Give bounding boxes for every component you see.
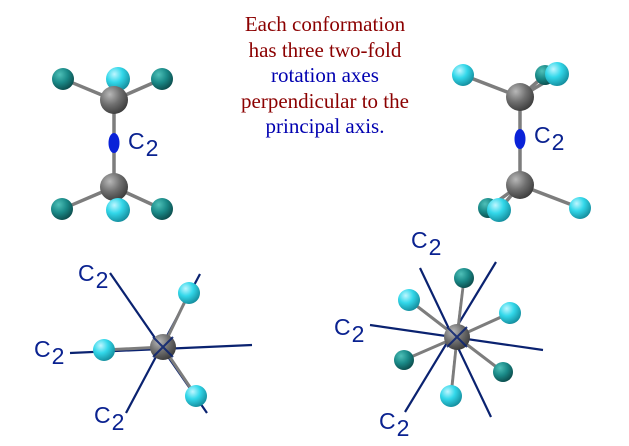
hydrogen-atom <box>151 198 173 220</box>
c2-label-top-right: C2 <box>534 122 564 154</box>
carbon-atom <box>506 83 534 111</box>
c2-label-br-bottom: C2 <box>379 408 409 440</box>
hydrogen-atom <box>52 68 74 90</box>
hydrogen-atom <box>106 67 130 91</box>
c2-label-sub: 2 <box>145 135 159 161</box>
caption-line-5: principal axis. <box>265 114 385 138</box>
hydrogen-atom <box>185 385 207 407</box>
hydrogen-atom <box>499 302 521 324</box>
hydrogen-atom <box>440 385 462 407</box>
c2-label-sub: 2 <box>95 267 109 293</box>
hydrogen-atom <box>151 68 173 90</box>
hydrogen-atom <box>398 289 420 311</box>
c2-label-sub: 2 <box>551 129 565 155</box>
c2-label-bl-top: C2 <box>78 260 108 292</box>
staggered-side-view <box>452 62 591 222</box>
c2-label-br-top: C2 <box>411 227 441 259</box>
c2-label-main: C <box>94 402 111 428</box>
hydrogen-atom <box>545 62 569 86</box>
c2-label-sub: 2 <box>111 409 125 435</box>
c2-label-sub: 2 <box>428 234 442 260</box>
principal-axis-marker <box>514 129 526 149</box>
c2-label-main: C <box>411 227 428 253</box>
hydrogen-atom <box>487 198 511 222</box>
caption-line-3: rotation axes <box>271 63 379 87</box>
hydrogen-atom <box>51 198 73 220</box>
carbon-atom <box>506 171 534 199</box>
carbon-atom <box>100 173 128 201</box>
c2-label-sub: 2 <box>351 321 365 347</box>
hydrogen-atom <box>106 198 130 222</box>
c2-label-main: C <box>78 260 95 286</box>
c2-label-main: C <box>534 122 551 148</box>
c2-label-sub: 2 <box>396 415 410 441</box>
hydrogen-atom <box>178 282 200 304</box>
hydrogen-atom <box>93 339 115 361</box>
eclipsed-end-view <box>69 272 253 414</box>
c2-label-main: C <box>128 128 145 154</box>
c2-label-bl-left: C2 <box>34 336 64 368</box>
principal-axis-marker <box>108 133 120 153</box>
c2-label-main: C <box>379 408 396 434</box>
c2-label-br-left: C2 <box>334 314 364 346</box>
caption-line-2: has three two-fold <box>205 38 445 64</box>
c2-label-top-left: C2 <box>128 128 158 160</box>
caption-line-2-text: has three two-fold <box>248 37 402 62</box>
carbon-atom <box>100 86 128 114</box>
eclipsed-side-view <box>51 67 173 222</box>
caption-line-4: perpendicular to the <box>241 88 409 113</box>
c2-label-main: C <box>334 314 351 340</box>
caption-line-1: Each conformation <box>244 12 406 36</box>
hydrogen-atom <box>452 64 474 86</box>
c2-label-main: C <box>34 336 51 362</box>
staggered-end-view <box>369 261 544 418</box>
hydrogen-atom <box>394 350 414 370</box>
hydrogen-atom <box>454 268 474 288</box>
c2-label-bl-bottom: C2 <box>94 402 124 434</box>
hydrogen-atom <box>569 197 591 219</box>
hydrogen-atom <box>493 362 513 382</box>
c2-label-sub: 2 <box>51 343 65 369</box>
caption-text: Each conformation has three two-fold rot… <box>205 12 445 140</box>
